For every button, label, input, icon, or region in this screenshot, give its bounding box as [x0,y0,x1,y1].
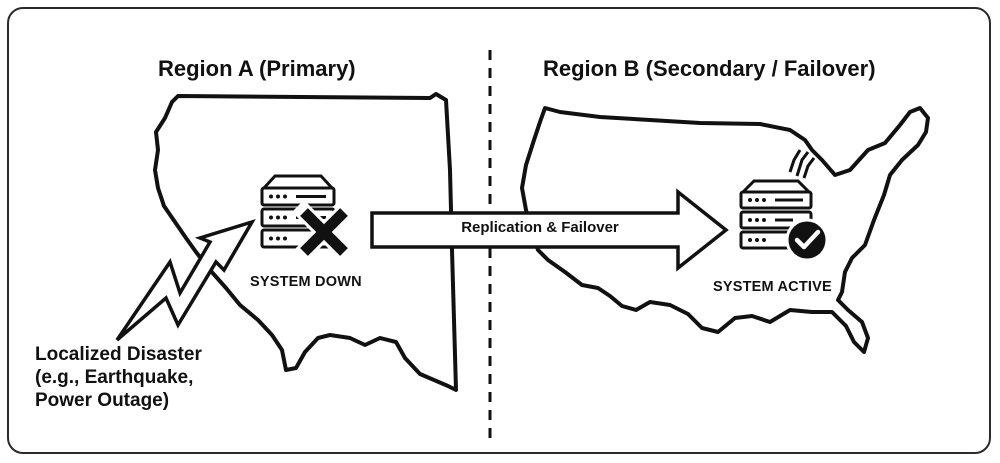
check-circle-icon [785,218,829,262]
disaster-line-3: Power Outage) [35,390,170,411]
lightning-bolt-icon [115,219,256,342]
failover-status-label: SYSTEM ACTIVE [713,279,832,295]
region-b-map [520,106,930,354]
right-arrow-icon [370,188,729,272]
great-lakes [788,149,816,179]
disaster-line-1: Localized Disaster [35,344,202,365]
replication-label: Replication & Failover [461,219,619,236]
disaster-line-2: (e.g., Earthquake, [35,367,194,388]
primary-status-label: SYSTEM DOWN [250,274,362,290]
region-b-title: Region B (Secondary / Failover) [543,56,876,81]
disaster-caption: Localized Disaster (e.g., Earthquake, Po… [35,343,202,412]
region-a-title: Region A (Primary) [158,56,356,81]
